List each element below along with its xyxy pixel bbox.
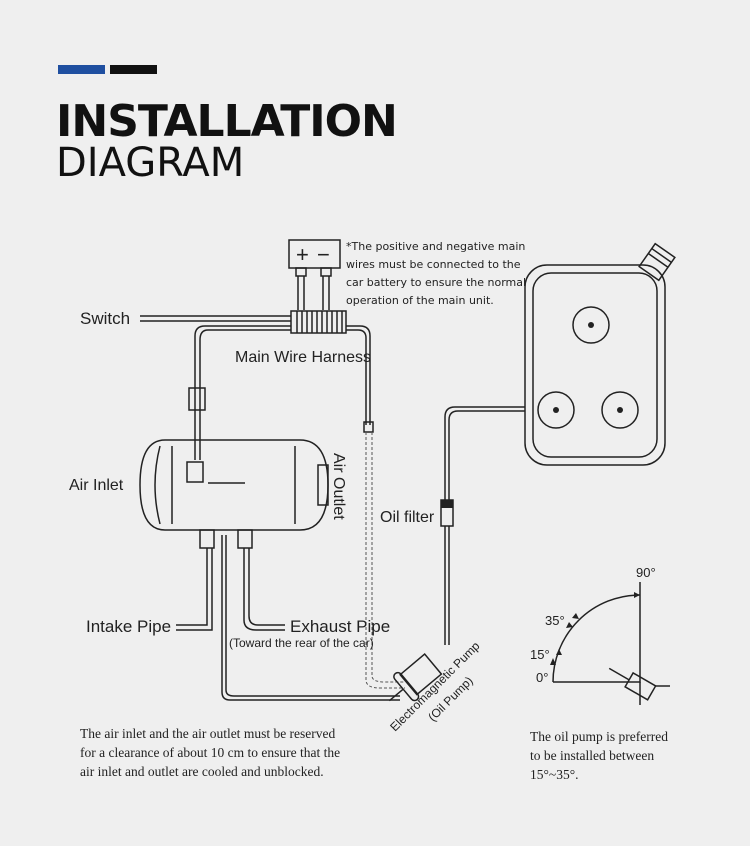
note-right-1: The oil pump is preferred	[530, 729, 668, 744]
oil-filter-label: Oil filter	[380, 509, 435, 526]
title-light: DIAGRAM	[56, 140, 245, 186]
note-left-2: for a clearance of about 10 cm to ensure…	[80, 745, 340, 760]
angle-diagram	[550, 582, 670, 705]
title-bold: INSTALLATION	[56, 96, 398, 147]
harness-label: Main Wire Harness	[235, 349, 371, 366]
battery-note-4: operation of the main unit.	[346, 294, 494, 307]
heater-icon	[139, 439, 400, 701]
air-inlet-label: Air Inlet	[69, 477, 124, 494]
exhaust-note: (Toward the rear of the car)	[229, 636, 374, 650]
battery-note-1: *The positive and negative main	[346, 240, 525, 253]
accent-bar-blue	[58, 65, 105, 74]
accent-bar-black	[110, 65, 157, 74]
battery-icon: + −	[288, 239, 341, 310]
angle-0: 0°	[536, 670, 548, 685]
svg-text:+: +	[296, 242, 309, 267]
battery-note-3: car battery to ensure the normal	[346, 276, 526, 289]
oil-pump-icon	[388, 653, 443, 702]
note-left-3: air inlet and outlet are cooled and unbl…	[80, 764, 324, 779]
switch-label: Switch	[80, 309, 130, 328]
wire-harness-icon	[140, 310, 405, 689]
air-outlet-label: Air Outlet	[330, 453, 347, 520]
intake-pipe-label: Intake Pipe	[86, 617, 171, 636]
note-left-1: The air inlet and the air outlet must be…	[80, 726, 336, 741]
note-right-2: to be installed between	[530, 748, 654, 763]
angle-15: 15°	[530, 647, 550, 662]
angle-90: 90°	[636, 565, 656, 580]
fuel-tank-icon	[440, 242, 676, 645]
angle-35: 35°	[545, 613, 565, 628]
note-right-3: 15°~35°.	[530, 767, 578, 782]
battery-note-2: wires must be connected to the	[346, 258, 521, 271]
svg-text:−: −	[317, 242, 330, 267]
exhaust-pipe-label: Exhaust Pipe	[290, 617, 390, 636]
